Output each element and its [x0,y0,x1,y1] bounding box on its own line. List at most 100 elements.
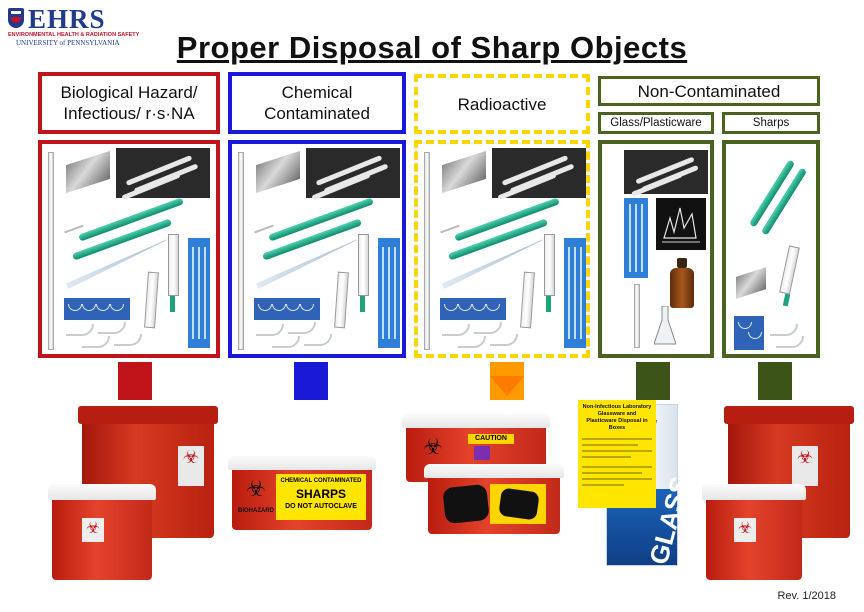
suture-needle-icon [458,336,486,348]
container-clear-lid [702,484,806,500]
syringe-icon [779,245,800,295]
suture-needle-icon [474,322,502,334]
glass-disposal-sign: Non-Infectious Laboratory Glassware and … [578,400,656,508]
arrow-down-icon [490,362,524,400]
suture-needle-icon [770,324,798,336]
razor-blade-icon [66,150,110,194]
biohazard-icon: ☣ [792,446,818,486]
logo-subtitle: ENVIRONMENTAL HEALTH & RADIATION SAFETY [8,32,140,38]
container-clear-lid [402,414,550,428]
suture-needle-icon [490,334,518,346]
subheader-sharps: Sharps [722,112,820,134]
graduated-pipette [424,152,430,350]
header-radioactive-text: Radioactive [457,94,547,114]
chemical-sharps-label: CHEMICAL CONTAMINATED SHARPS DO NOT AUTO… [276,474,366,520]
erlenmeyer-flask-image [653,305,677,346]
panel-noncontaminated-sharps-items [722,140,820,358]
biohazard-icon: ☣ [734,518,756,542]
revision-note: Rev. 1/2018 [777,590,836,602]
biohazard-small-container: ☣ [48,484,156,580]
chemical-sharps-container: ☣ BIOHAZARD CHEMICAL CONTAMINATED SHARPS… [228,456,376,530]
panel-biological-items [38,140,220,358]
logo-wordmark: EHRS [28,4,106,34]
radiation-icon [474,446,490,460]
razor-blade-icon [442,150,486,194]
sutures-image [440,298,506,320]
redacted-mark [498,487,540,521]
panel-chemical-items [228,140,406,358]
amber-bottle-image [668,258,696,308]
slides-box-image [378,238,400,348]
arrow-down-icon [118,362,152,400]
subheader-sharps-text: Sharps [752,117,790,129]
biohazard-label: BIOHAZARD [238,508,274,514]
container-lid [724,406,854,424]
syringe-cap-icon [782,293,791,307]
biohazard-icon: ☣ [82,518,104,542]
graduated-pipette [634,284,640,348]
graduated-pipette [238,152,244,350]
subheader-glass-text: Glass/Plasticware [610,117,702,129]
scalpel-blade-icon [254,224,274,234]
sutures-image [64,298,130,320]
suture-needle-icon [114,334,142,346]
panel-glass-items [598,140,714,358]
syringe-cap-icon [170,296,175,312]
container-clear-lid [228,456,376,470]
biohazard-large-container: ☣ [78,406,218,538]
container-clear-lid [424,464,564,478]
header-non-contaminated-text: Non-Contaminated [637,81,781,101]
syringe-icon [168,234,179,296]
pipettes-image [624,150,708,197]
razor-blade-icon [736,267,766,299]
syringe-icon [358,234,369,296]
razor-blade-icon [256,150,300,194]
chemical-label-top: CHEMICAL CONTAMINATED [280,478,362,484]
syringe-icon [520,271,535,329]
redacted-mark [442,483,490,525]
scalpel-blade-icon [64,224,84,234]
sharps-small-container: ☣ [702,484,806,580]
arrow-down-icon [294,362,328,400]
suture-needle-icon [304,334,332,346]
header-radioactive: Radioactive [414,74,590,134]
caution-label: CAUTION [468,434,514,444]
glass-sign-title: Non-Infectious Laboratory Glassware and … [582,404,652,431]
container-lid [78,406,218,424]
syringe-cap-icon [360,296,365,312]
header-chemical-text: Chemical Contaminated [264,83,370,123]
ehrs-logo: EHRS ENVIRONMENTAL HEALTH & RADIATION SA… [8,4,140,48]
subheader-glass-plasticware: Glass/Plasticware [598,112,714,134]
sutures-image [734,316,764,350]
syringe-icon [334,271,349,329]
pipettes-image [116,148,210,201]
suture-needle-icon [776,336,804,348]
arrow-down-icon [758,362,792,400]
suture-needle-icon [256,324,284,336]
slides-box-image [564,238,586,348]
suture-needle-icon [442,324,470,336]
pipette-3 [497,172,557,201]
header-biological: Biological Hazard/ Infectious/ r·s·NA [38,72,220,134]
biohazard-icon: ☣ [178,446,204,486]
biohazard-icon: ☣ [423,434,443,459]
container-clear-lid [48,484,156,500]
pipettes-image [492,148,586,201]
suture-needle-icon [82,336,110,348]
header-non-contaminated: Non-Contaminated [598,76,820,106]
chemical-label-main: SHARPS [295,487,346,501]
page-title: Proper Disposal of Sharp Objects [176,30,688,65]
biohazard-icon: ☣ [246,476,266,501]
arrow-down-icon [636,362,670,400]
suture-needle-icon [98,322,126,334]
suture-needle-icon [66,324,94,336]
scalpel-blade-icon [440,224,460,234]
slides-box-image [624,198,648,278]
penn-shield-icon [8,8,24,28]
panel-radioactive-items [414,140,590,358]
syringe-icon [144,271,159,329]
logo-university: UNIVERSITY of PENNSYLVANIA [16,39,120,47]
syringe-cap-icon [546,296,551,312]
header-biological-text: Biological Hazard/ Infectious/ r·s·NA [60,83,198,123]
header-chemical: Chemical Contaminated [228,72,406,134]
